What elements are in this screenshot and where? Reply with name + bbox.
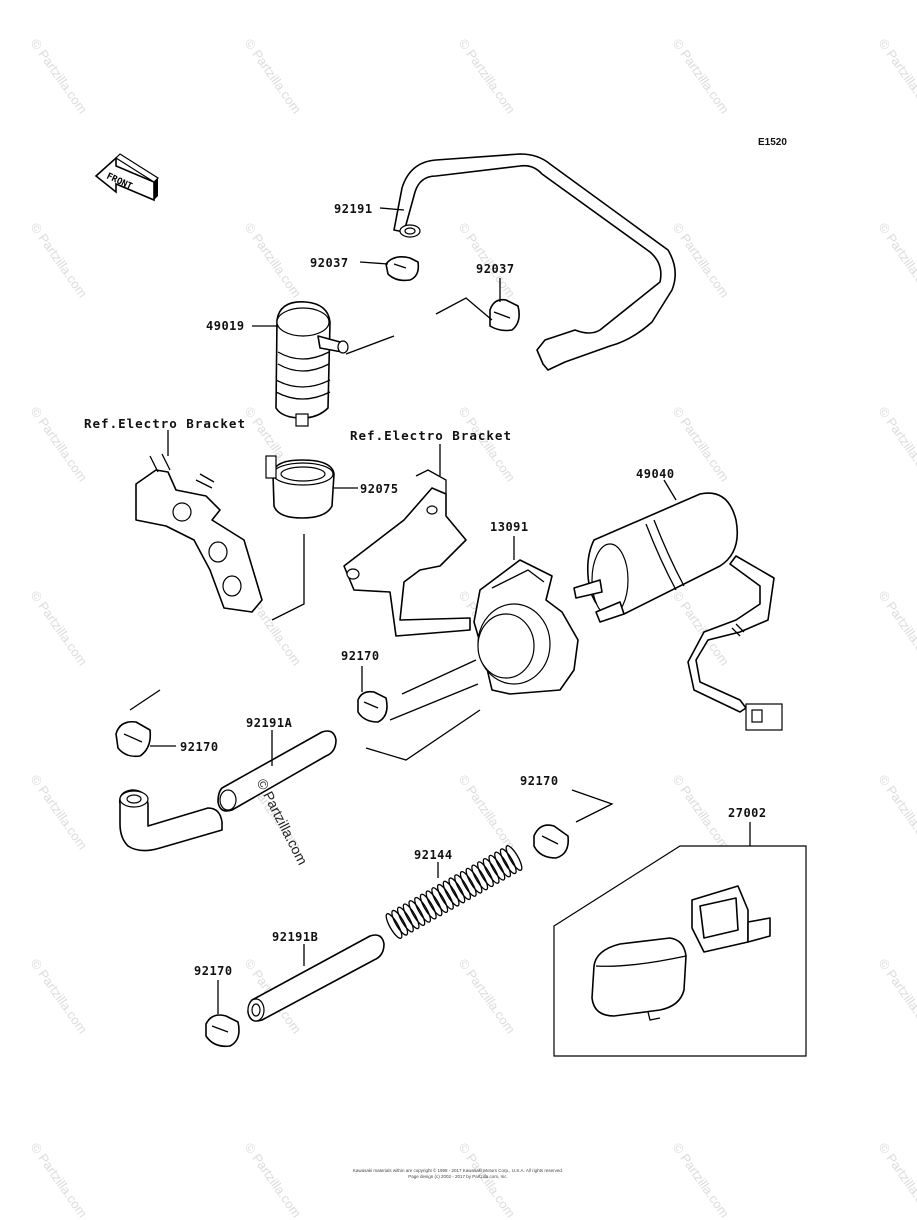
electro-bracket-left-part xyxy=(135,453,263,613)
part-label-13091[interactable]: 13091 xyxy=(490,520,529,534)
part-label-92075[interactable]: 92075 xyxy=(360,482,399,496)
clamp-92170-left-part xyxy=(115,720,152,758)
spring-coil xyxy=(454,874,472,901)
spring-coil xyxy=(436,883,454,910)
part-label-92191[interactable]: 92191 xyxy=(334,202,373,216)
spring-coil xyxy=(385,913,403,939)
hose-92191b-part xyxy=(247,934,385,1022)
spring-coil xyxy=(414,896,432,923)
part-label-92170-right[interactable]: 92170 xyxy=(520,774,559,788)
spring-coil xyxy=(459,870,477,897)
fuel-pump-49040-part xyxy=(573,492,783,731)
part-label-92037-right[interactable]: 92037 xyxy=(476,262,515,276)
spring-coil xyxy=(419,893,437,920)
spring-coil xyxy=(448,877,466,904)
ref-label-electro-bracket-mid[interactable]: Ref.Electro Bracket xyxy=(350,428,512,443)
part-label-92170-left[interactable]: 92170 xyxy=(180,740,219,754)
spring-coil xyxy=(505,845,523,871)
ref-label-electro-bracket-left[interactable]: Ref.Electro Bracket xyxy=(84,416,246,431)
spring-coil xyxy=(499,848,517,875)
pump-bracket-13091-part xyxy=(473,559,579,695)
kit-27002-box xyxy=(553,845,807,1057)
copyright-line-2: Page design (c) 2002 - 2017 by Partzilla… xyxy=(408,1174,508,1179)
fuel-filter-49019-part xyxy=(275,301,349,427)
part-label-49019[interactable]: 49019 xyxy=(206,319,245,333)
spring-coil xyxy=(465,867,483,894)
spring-coil xyxy=(482,858,500,884)
clamp-92037-right-part xyxy=(489,298,520,332)
copyright-line-1: Kawasaki materials within are copyright … xyxy=(352,1168,564,1173)
part-label-92191b[interactable]: 92191B xyxy=(272,930,319,944)
spring-coil xyxy=(442,880,460,907)
part-label-92191a[interactable]: 92191A xyxy=(246,716,293,730)
spring-coil xyxy=(476,861,494,888)
sleeve-92075-part xyxy=(265,455,335,519)
diagram-code: E1520 xyxy=(758,137,787,148)
hose-92191-part xyxy=(393,153,676,371)
spring-coil xyxy=(396,906,414,933)
leader-lines xyxy=(129,207,751,1014)
spring-coil xyxy=(471,864,489,891)
spring-coil xyxy=(391,909,409,936)
hose-bend-left-part xyxy=(118,789,223,852)
spring-coil xyxy=(488,854,506,881)
electro-bracket-mid-part xyxy=(343,469,471,637)
spring-92144-part xyxy=(385,845,523,939)
part-label-49040[interactable]: 49040 xyxy=(636,467,675,481)
clamp-92170-mid-part xyxy=(357,690,388,723)
spring-coil xyxy=(408,900,426,926)
part-label-92144[interactable]: 92144 xyxy=(414,848,453,862)
front-arrow-icon: FRONT xyxy=(94,153,159,202)
spring-coil xyxy=(494,851,512,878)
spring-coil xyxy=(425,890,443,917)
clamp-92037-left-part xyxy=(385,256,420,282)
part-label-27002[interactable]: 27002 xyxy=(728,806,767,820)
part-label-92170-bottom[interactable]: 92170 xyxy=(194,964,233,978)
part-label-92037-left[interactable]: 92037 xyxy=(310,256,349,270)
spring-coil xyxy=(402,903,420,930)
part-label-92170-mid[interactable]: 92170 xyxy=(341,649,380,663)
spring-coil xyxy=(431,887,449,914)
hose-92191a-part xyxy=(217,730,337,812)
clamp-92170-right-part xyxy=(533,824,570,859)
clamp-92170-bottom-part xyxy=(205,1014,240,1048)
